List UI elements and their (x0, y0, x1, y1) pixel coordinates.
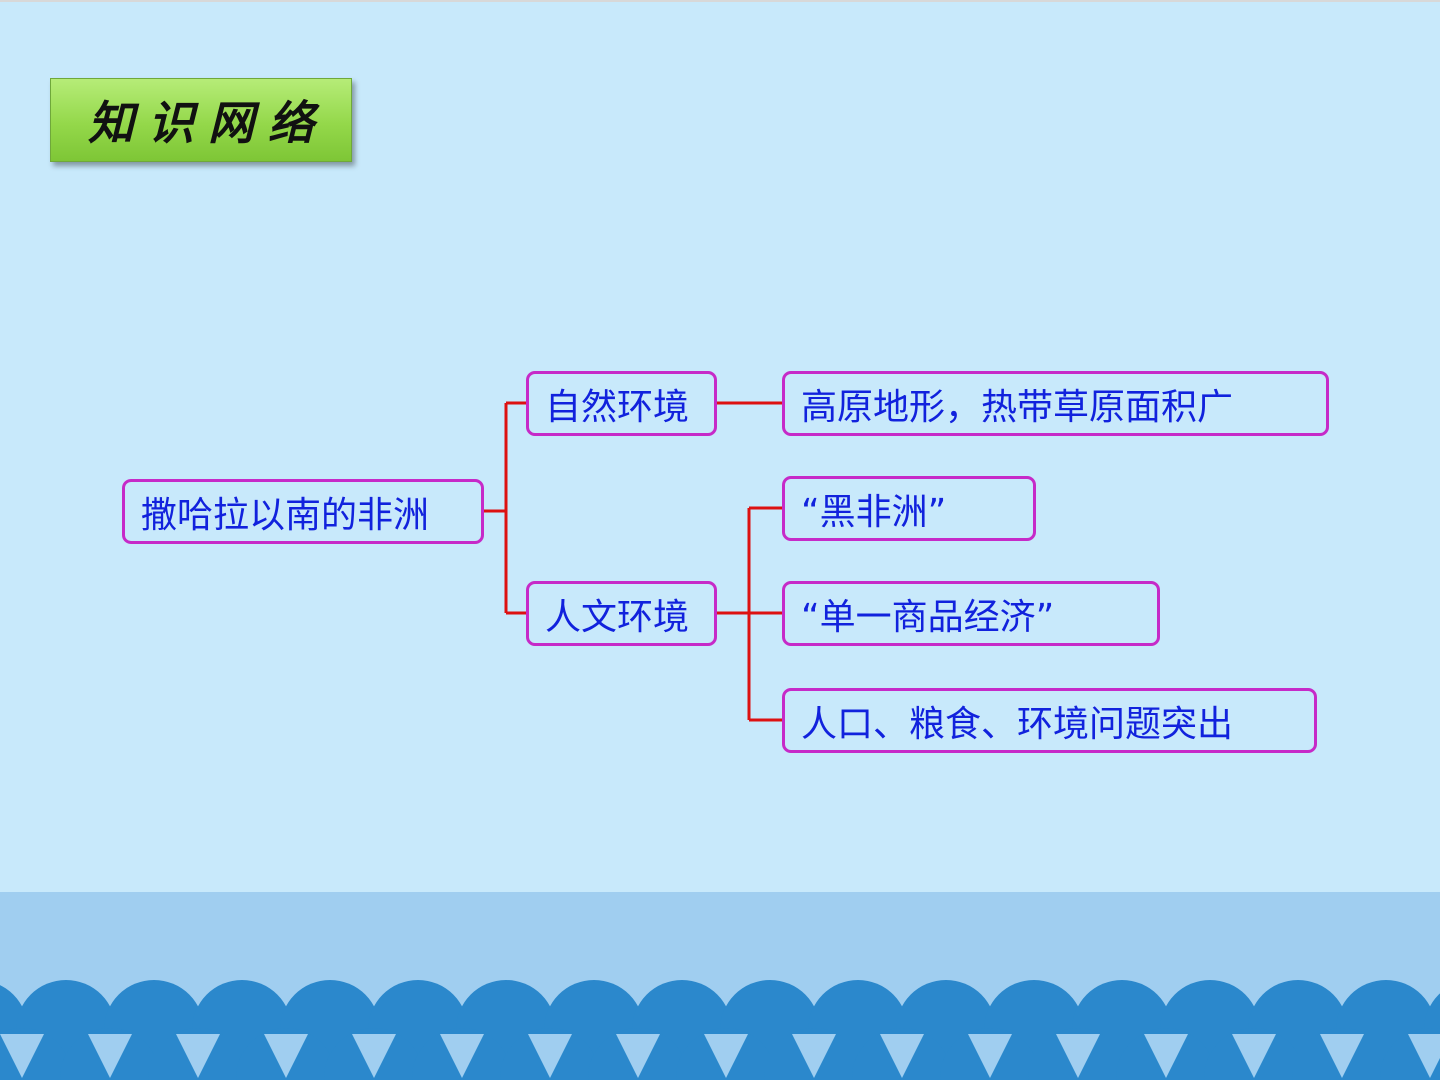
node-natural-label: 自然环境 (545, 386, 690, 428)
wave-notch (440, 1034, 484, 1078)
node-human: 人文环境 (526, 581, 717, 646)
wave-notch (1232, 1034, 1276, 1078)
node-natural: 自然环境 (526, 371, 717, 436)
wave-notch (616, 1034, 660, 1078)
node-human-item: “单一商品经济” (782, 581, 1160, 646)
page-title: 知识网络 (88, 96, 328, 150)
wave-notch (352, 1034, 396, 1078)
root-connector (484, 401, 526, 615)
wave-notch (1144, 1034, 1188, 1078)
wave-decoration (0, 980, 1440, 1080)
node-root: 撒哈拉以南的非洲 (122, 479, 484, 544)
node-human-label: 人文环境 (545, 596, 690, 638)
wave-notch (264, 1034, 308, 1078)
wave-notch (1408, 1034, 1440, 1078)
node-natural-item-label: 高原地形，热带草原面积广 (801, 386, 1234, 428)
node-human-item-label: “单一商品经济” (801, 596, 1055, 638)
node-natural-item: 高原地形，热带草原面积广 (782, 371, 1329, 436)
wave-notch (968, 1034, 1012, 1078)
human-connector (717, 506, 782, 722)
wave-notch (880, 1034, 924, 1078)
wave-notch (88, 1034, 132, 1078)
wave-notch (792, 1034, 836, 1078)
node-root-label: 撒哈拉以南的非洲 (141, 494, 430, 536)
wave-notch (1320, 1034, 1364, 1078)
wave-notch (704, 1034, 748, 1078)
wave-notch (1056, 1034, 1100, 1078)
wave-notch (528, 1034, 572, 1078)
title-badge: 知识网络 (50, 78, 352, 162)
wave-notch (176, 1034, 220, 1078)
node-human-item-label: “黑非洲” (801, 491, 947, 533)
node-human-item: “黑非洲” (782, 476, 1036, 541)
top-divider (0, 0, 1440, 2)
node-human-item-label: 人口、粮食、环境问题突出 (801, 703, 1234, 745)
node-human-item: 人口、粮食、环境问题突出 (782, 688, 1317, 753)
wave-notch (0, 1034, 44, 1078)
